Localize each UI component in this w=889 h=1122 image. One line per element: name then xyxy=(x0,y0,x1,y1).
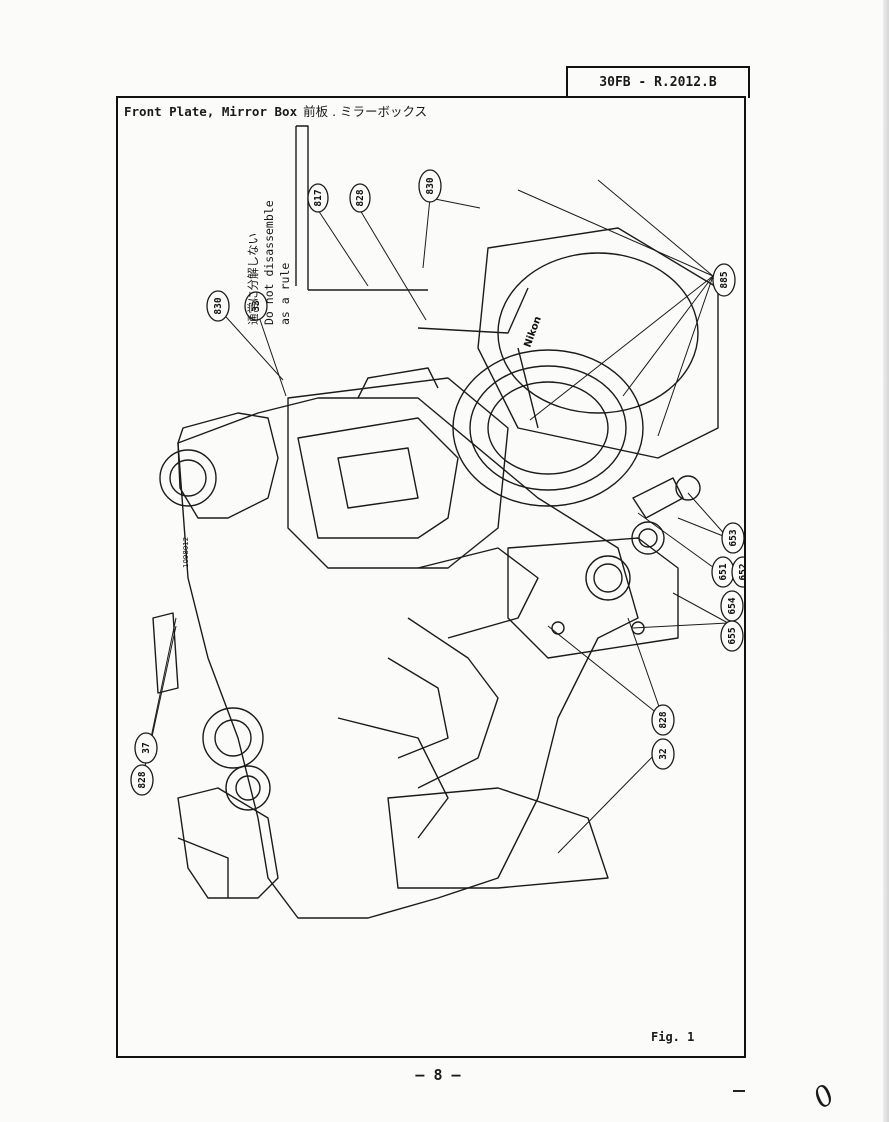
callout-817: 817 xyxy=(313,189,324,206)
callout-32-circle xyxy=(651,738,675,770)
callout-828c-circle xyxy=(130,764,154,796)
callout-654: 654 xyxy=(727,597,738,614)
figure-label: Fig. 1 xyxy=(651,1030,695,1044)
sub-plate xyxy=(507,537,679,659)
title-english: Front Plate, Mirror Box xyxy=(124,104,298,119)
exploded-diagram: 817 828 830 830 33 885 653 651 652 654 6… xyxy=(130,125,744,919)
note-japanese: 通常に分解しない xyxy=(246,233,260,325)
callout-651: 651 xyxy=(718,563,729,580)
callout-33: 33 xyxy=(251,300,262,312)
rewind-knob xyxy=(159,449,217,507)
callout-828a: 828 xyxy=(355,189,366,206)
callout-33-circle xyxy=(244,291,268,321)
note-english-line2: as a rule xyxy=(278,262,292,325)
callout-655: 655 xyxy=(727,627,738,644)
figure-frame xyxy=(116,96,746,1058)
callout-828c: 828 xyxy=(137,771,148,788)
callout-653-circle xyxy=(721,522,744,554)
lens-mount-outer xyxy=(452,349,644,507)
callout-830a: 830 xyxy=(425,177,436,194)
page-title: Front Plate, Mirror Box 前板 . ミラーボックス xyxy=(124,101,427,120)
note-english-line1: Do not disassemble xyxy=(262,200,276,325)
shutter-dial xyxy=(202,707,264,769)
callout-828b: 828 xyxy=(658,711,669,728)
callout-817-circle xyxy=(307,183,329,213)
callout-828b-circle xyxy=(651,704,675,736)
note-bracket xyxy=(296,125,309,290)
lens-mount-brand: Nikon xyxy=(522,315,543,349)
callout-653: 653 xyxy=(728,529,739,546)
disassembly-note: 通常に分解しない Do not disassemble as a rule xyxy=(245,165,335,325)
margin-dash xyxy=(733,1090,745,1092)
callout-885: 885 xyxy=(719,271,730,288)
callout-885-circle xyxy=(712,263,736,297)
callout-37: 37 xyxy=(141,742,152,753)
callout-37-circle xyxy=(134,732,158,764)
document-id: 30FB - R.2012.B xyxy=(566,66,750,98)
callout-32: 32 xyxy=(658,748,669,759)
callout-828a-circle xyxy=(349,183,371,213)
callout-652: 652 xyxy=(738,563,744,580)
callout-652-circle xyxy=(731,556,744,588)
page-number: — 8 — xyxy=(415,1066,461,1084)
serial-marking: 1098012 xyxy=(182,537,190,568)
callout-830a-circle xyxy=(418,169,442,203)
front-cover-32 xyxy=(387,787,609,889)
handwritten-mark: 0 xyxy=(807,1077,841,1116)
callout-655-circle xyxy=(720,620,744,652)
paper-edge xyxy=(883,0,889,1122)
callout-830b: 830 xyxy=(213,297,224,314)
mirror-box xyxy=(287,377,509,569)
camera-body-outline xyxy=(177,397,639,919)
strip-37 xyxy=(152,612,179,694)
front-plate xyxy=(477,227,719,459)
callout-830b-circle xyxy=(206,290,230,322)
title-japanese: 前板 . ミラーボックス xyxy=(303,104,428,119)
